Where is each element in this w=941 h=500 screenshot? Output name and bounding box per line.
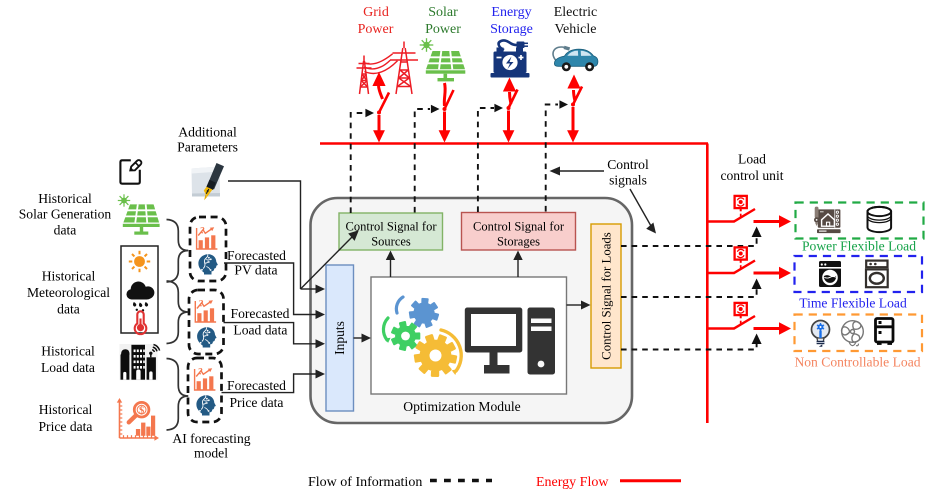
svg-text:Meteorological: Meteorological bbox=[27, 285, 110, 300]
svg-text:Control Signal for: Control Signal for bbox=[473, 220, 565, 234]
svg-text:Forecasted: Forecasted bbox=[231, 306, 290, 321]
svg-text:Load data: Load data bbox=[41, 360, 95, 375]
svg-text:Optimization Module: Optimization Module bbox=[403, 399, 520, 414]
svg-text:Forecasted: Forecasted bbox=[227, 248, 286, 263]
svg-text:Price data: Price data bbox=[39, 419, 93, 434]
svg-text:PV data: PV data bbox=[234, 263, 277, 278]
svg-text:Forecasted: Forecasted bbox=[227, 378, 286, 393]
svg-text:Grid: Grid bbox=[363, 5, 389, 20]
svg-text:data: data bbox=[57, 302, 80, 317]
svg-text:Time Flexible Load: Time Flexible Load bbox=[799, 296, 907, 311]
svg-text:Power Flexible Load: Power Flexible Load bbox=[802, 239, 916, 254]
svg-text:Energy: Energy bbox=[491, 5, 531, 20]
svg-text:Solar Generation: Solar Generation bbox=[19, 207, 112, 222]
svg-text:Historical: Historical bbox=[38, 191, 92, 206]
svg-text:Historical: Historical bbox=[41, 344, 95, 359]
svg-text:Historical: Historical bbox=[42, 269, 96, 284]
svg-text:Additional: Additional bbox=[178, 125, 237, 140]
svg-text:Price data: Price data bbox=[230, 395, 284, 410]
svg-text:Load data: Load data bbox=[233, 323, 287, 338]
svg-text:data: data bbox=[54, 222, 77, 237]
svg-text:Power: Power bbox=[425, 22, 461, 37]
svg-text:Parameters: Parameters bbox=[177, 140, 238, 155]
svg-text:$: $ bbox=[139, 405, 144, 416]
svg-text:Control Signal for Loads: Control Signal for Loads bbox=[600, 232, 614, 360]
svg-text:AI forecasting: AI forecasting bbox=[172, 431, 250, 446]
svg-text:Storage: Storage bbox=[490, 22, 533, 37]
svg-text:Load: Load bbox=[738, 152, 766, 167]
svg-text:Inputs: Inputs bbox=[332, 321, 347, 355]
svg-text:Solar: Solar bbox=[428, 5, 458, 20]
svg-text:Sources: Sources bbox=[371, 235, 411, 249]
svg-text:Vehicle: Vehicle bbox=[555, 22, 597, 37]
svg-text:Electric: Electric bbox=[554, 5, 598, 20]
svg-text:Power: Power bbox=[358, 22, 394, 37]
svg-text:Flow of Information: Flow of Information bbox=[308, 475, 422, 490]
svg-text:signals: signals bbox=[609, 173, 647, 188]
svg-text:Control Signal for: Control Signal for bbox=[346, 220, 438, 234]
svg-text:Energy Flow: Energy Flow bbox=[536, 475, 609, 490]
svg-text:Control: Control bbox=[607, 157, 649, 172]
svg-text:model: model bbox=[194, 446, 228, 461]
svg-text:?: ? bbox=[200, 227, 205, 237]
svg-text:control unit: control unit bbox=[720, 168, 783, 183]
svg-text:Non Controllable Load: Non Controllable Load bbox=[794, 355, 920, 370]
svg-text:Storages: Storages bbox=[497, 235, 540, 249]
svg-text:Historical: Historical bbox=[39, 402, 93, 417]
